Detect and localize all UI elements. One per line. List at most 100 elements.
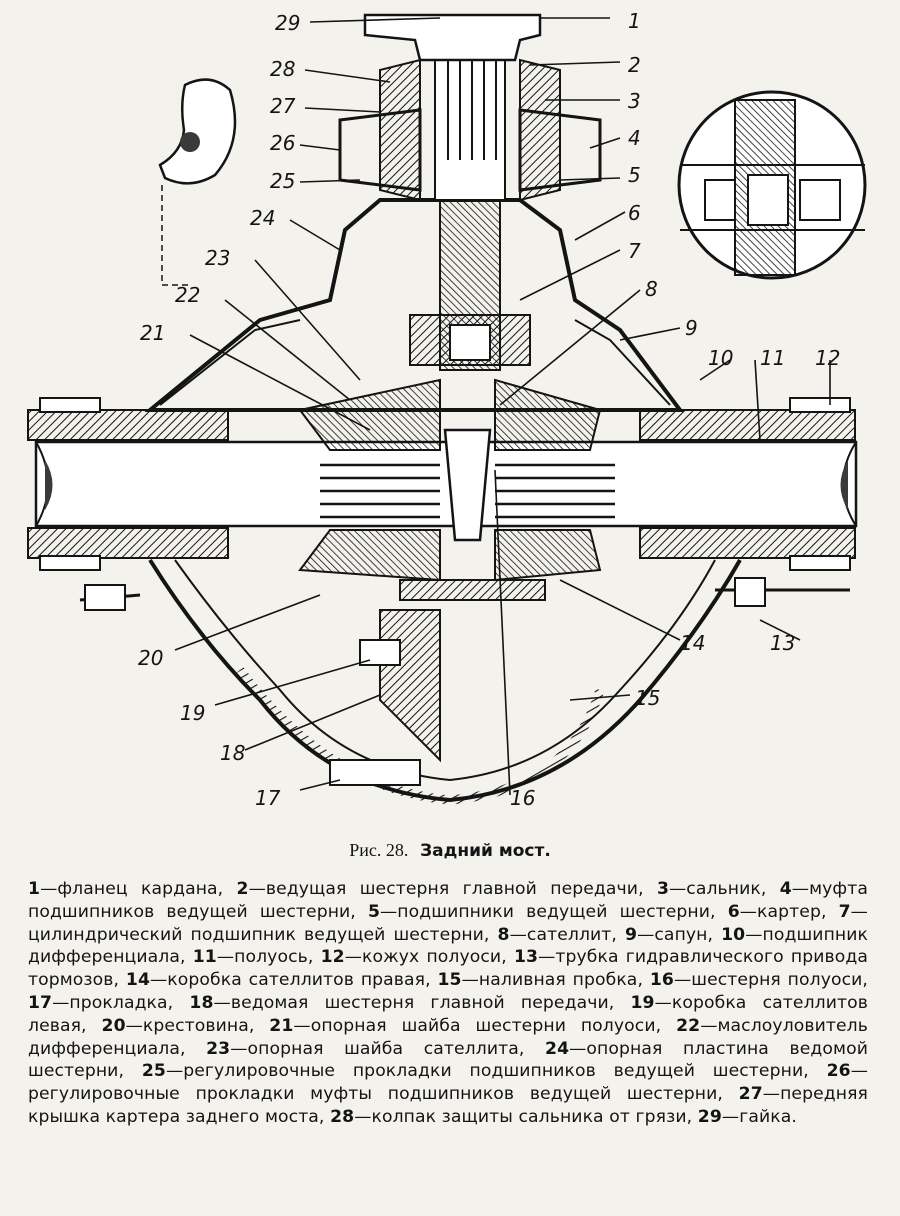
callout-8: 8 [645, 277, 658, 301]
legend-item: 7—цилиндрический подшипник ведущей шесте… [28, 902, 868, 945]
legend-item-text: —подшипник дифференциала, [28, 924, 868, 968]
legend-item-number: 16 [649, 970, 674, 991]
legend-item: 3—сальник, [657, 879, 767, 899]
legend-item-text: —кожух полуоси, [344, 947, 507, 968]
legend-item-number: 18 [189, 992, 214, 1013]
callout-3: 3 [628, 89, 641, 113]
callout-15: 15 [635, 686, 660, 710]
leader-lines [174, 17, 831, 796]
legend-item-text: —муфта подшипников ведущей шестерни, [28, 879, 868, 922]
legend-item: 18—ведомая шестерня главной передачи, [189, 993, 614, 1013]
legend-item-text: —опорная пластина ведомой шестерни, [28, 1038, 868, 1082]
legend-item: 6—картер, [728, 902, 827, 922]
legend-item-number: 15 [437, 970, 462, 991]
differential [298, 378, 602, 786]
callout-11: 11 [760, 346, 785, 370]
legend-item-text: —шестерня полуоси, [673, 970, 868, 991]
legend-item-text: —ведущая шестерня главной передачи, [248, 879, 644, 899]
legend-item-text: —трубка гидравлического привода тормозов… [28, 947, 868, 991]
callout-29: 29 [275, 11, 300, 35]
callout-27: 27 [270, 94, 296, 118]
legend-item: 22—маслоуловитель дифференциала, [28, 1016, 868, 1059]
legend-item: 10—подшипник дифференциала, [28, 925, 868, 968]
legend-item: 1—фланец кардана, [28, 879, 223, 899]
callout-12: 12 [815, 346, 840, 370]
legend-item-number: 7 [838, 901, 851, 922]
callout-24: 24 [250, 206, 275, 230]
caption-title: Задний мост. [420, 841, 551, 861]
callout-22: 22 [175, 283, 200, 307]
legend-item-number: 27 [738, 1084, 763, 1105]
legend-item-number: 23 [206, 1038, 231, 1059]
drive-pinion [338, 13, 602, 371]
legend-item: 8—сателлит, [498, 925, 617, 945]
legend-item: 15—наливная пробка, [437, 970, 643, 990]
legend-item-text: —полуось, [216, 947, 314, 968]
callout-1: 1 [628, 9, 641, 33]
caption-prefix: Рис. 28. [349, 840, 409, 860]
callout-18: 18 [220, 741, 245, 765]
legend-item: 19—коробка сателлитов левая, [28, 993, 868, 1036]
legend-item: 26—регулировочные прокладки муфты подшип… [28, 1061, 868, 1104]
callout-13: 13 [770, 631, 795, 655]
axle-housing-left [27, 397, 229, 571]
callout-10: 10 [708, 346, 733, 370]
legend-item: 23—опорная шайба сателлита, [206, 1039, 524, 1059]
legend-item-text: —колпак защиты сальника от грязи, [354, 1106, 693, 1127]
legend-item: 17—прокладка, [28, 993, 173, 1013]
legend-item-number: 4 [779, 879, 792, 899]
legend-item-number: 6 [727, 901, 740, 922]
legend-item: 2—ведущая шестерня главной передачи, [237, 879, 644, 899]
callout-7: 7 [628, 239, 641, 263]
legend-item-text: —сальник, [669, 879, 767, 899]
legend-item-text: —опорная шайба шестерни полуоси, [293, 1015, 662, 1036]
callout-19: 19 [180, 701, 205, 725]
legend-item: 27—передняя крышка картера заднего моста… [28, 1084, 868, 1127]
brake-tube [79, 577, 850, 611]
legend-item: 16—шестерня полуоси, [650, 970, 868, 990]
legend-item: 11—полуось, [193, 947, 314, 967]
legend-item: 5—подшипники ведущей шестерни, [368, 902, 716, 922]
legend-item-text: —фланец кардана, [40, 879, 224, 899]
callout-labels: 1 2 3 4 5 6 7 8 9 10 11 12 13 14 15 16 1… [138, 9, 840, 810]
legend-item-number: 19 [630, 992, 655, 1013]
callout-17: 17 [255, 786, 281, 810]
legend-item-number: 14 [125, 970, 151, 991]
legend-item-text: —маслоуловитель дифференциала, [28, 1015, 868, 1059]
legend-item-text: —картер, [739, 901, 827, 922]
legend-item-text: —ведомая шестерня главной передачи, [213, 992, 615, 1013]
legend-item-text: —сателлит, [509, 924, 617, 945]
legend-item-number: 20 [101, 1015, 126, 1036]
legend-item-number: 1 [28, 879, 41, 899]
callout-28: 28 [270, 57, 295, 81]
legend-item-number: 28 [330, 1106, 355, 1127]
legend-item: 25—регулировочные прокладки подшипников … [142, 1061, 809, 1081]
legend-item: 9—сапун, [625, 925, 713, 945]
legend-item: 14—коробка сателлитов правая, [126, 970, 431, 990]
figure-legend: 1—фланец кардана, 2—ведущая шестерня гла… [28, 878, 868, 1129]
legend-item-text: —регулировочные прокладки муфты подшипни… [28, 1061, 868, 1105]
legend-item-text: —гайка. [721, 1106, 797, 1127]
callout-25: 25 [270, 169, 295, 193]
legend-item-number: 9 [625, 924, 638, 945]
legend-item-number: 8 [497, 924, 510, 945]
legend-item: 28—колпак защиты сальника от грязи, [330, 1107, 692, 1127]
callout-26: 26 [270, 131, 295, 155]
callout-6: 6 [628, 201, 641, 225]
legend-item-text: —подшипники ведущей шестерни, [380, 901, 716, 922]
legend-item: 13—трубка гидравлического привода тормоз… [28, 947, 868, 990]
callout-2: 2 [628, 53, 641, 77]
legend-item-text: —сапун, [637, 924, 714, 945]
legend-item-text: —прокладка, [52, 992, 174, 1013]
legend-item: 20—крестовина, [102, 1016, 255, 1036]
callout-9: 9 [685, 316, 698, 340]
legend-item-number: 12 [320, 947, 345, 968]
callout-16: 16 [510, 786, 535, 810]
legend-item: 29—гайка. [698, 1107, 797, 1127]
legend-item-text: —наливная пробка, [461, 970, 644, 991]
legend-item-number: 3 [656, 879, 669, 899]
legend-item-number: 22 [676, 1015, 701, 1036]
callout-14: 14 [680, 631, 705, 655]
legend-item-number: 24 [545, 1038, 570, 1059]
legend-item-number: 2 [236, 879, 249, 899]
